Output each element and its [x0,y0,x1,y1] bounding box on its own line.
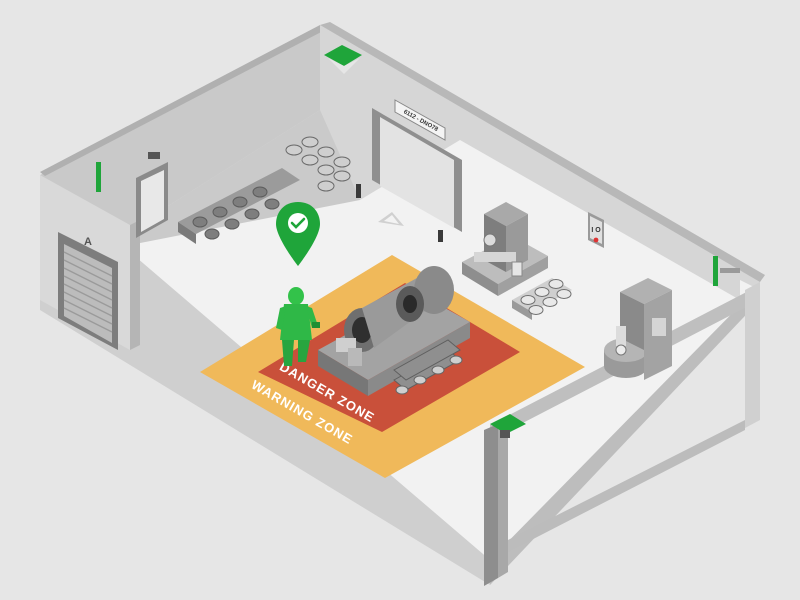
loading-door [380,117,454,228]
wall-sensor [438,230,443,242]
back-left-wall-top [40,25,325,176]
floor-post [356,184,361,198]
back-right-wall [320,25,760,300]
location-pin-check-icon [276,202,320,266]
ceiling-sensor-base [328,58,360,74]
central-machine [318,266,470,396]
front-right-pillar-face [498,424,508,578]
back-right-wall-top [320,22,765,282]
warning-triangle-icon [378,212,404,226]
wall-switch-box [588,212,604,248]
door-sign [394,99,446,141]
dock-letter: A [84,236,92,248]
back-left-wall-inner [130,30,360,245]
wall-light-right-bracket [720,268,740,273]
dock-door-slats [63,251,113,333]
doorway-sensor [490,414,526,438]
back-door [141,170,164,232]
pipe-stack-right [512,278,572,320]
front-right-wall-face [745,282,760,428]
drill-press [604,278,672,380]
wall-light-left [96,162,101,192]
floor-edge-right [490,285,760,585]
back-left-wall [40,30,320,245]
front-right-floor-wall [508,420,745,552]
switch-label: I O [591,227,601,234]
front-right-pillar [484,424,498,586]
wall-light-right [713,256,718,286]
left-dock-wall-side [130,220,140,350]
milling-machine [462,202,548,296]
worker-figure [276,287,320,366]
exit-sign-icon [148,152,160,159]
ceiling-sensor [324,45,362,66]
pipe-rack-left [178,136,351,244]
